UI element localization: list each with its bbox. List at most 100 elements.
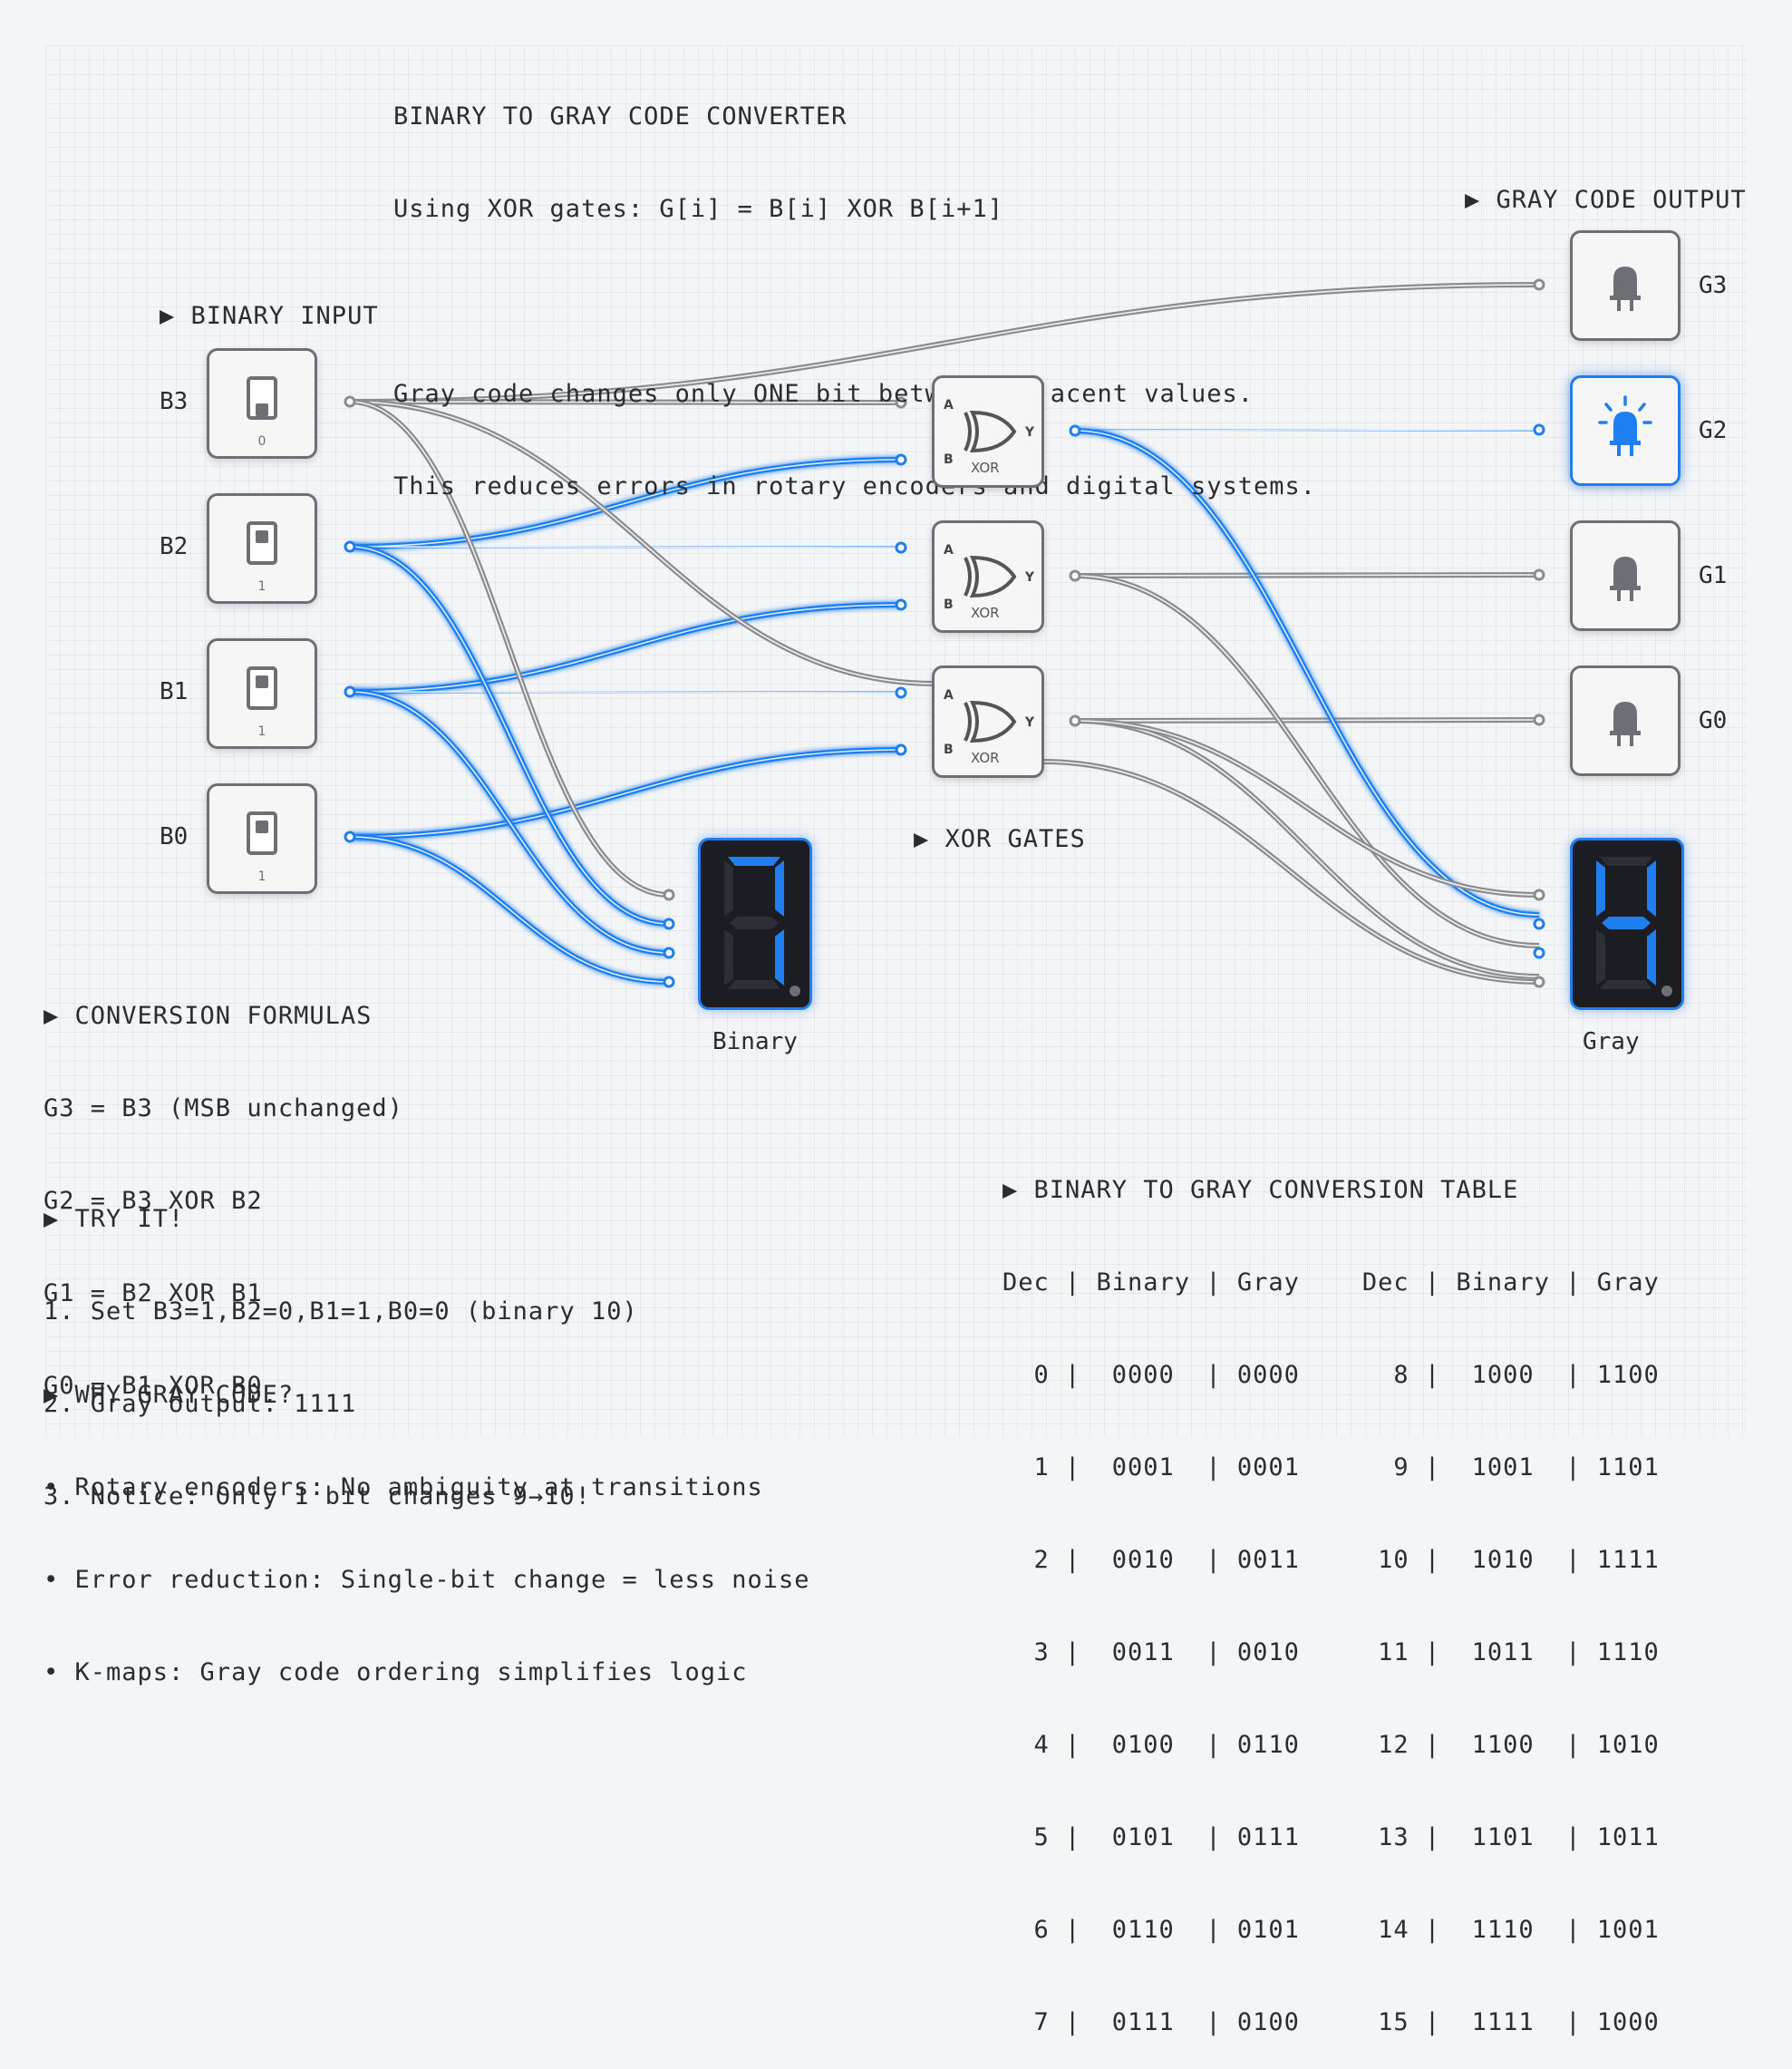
wire-input-binary-display-core xyxy=(349,691,670,954)
connection-point[interactable] xyxy=(344,685,356,698)
switch-value: 1 xyxy=(257,869,266,884)
table-row: 5 | 0101 | 0111 13 | 1101 | 1011 xyxy=(1003,1823,1660,1851)
table-row: 3 | 0011 | 0010 11 | 1011 | 1110 xyxy=(1003,1638,1660,1666)
connection-point[interactable] xyxy=(895,598,907,611)
xor-symbol-icon xyxy=(964,410,1017,453)
led-g1 xyxy=(1570,520,1681,631)
segment-e xyxy=(724,929,733,986)
switch-value: 1 xyxy=(257,579,266,594)
header-subtitle: Using XOR gates: G[i] = B[i] XOR B[i+1] xyxy=(393,195,1003,223)
connection-point[interactable] xyxy=(1533,918,1545,930)
header-blank xyxy=(393,287,1316,317)
try-it-step-2: 2. Gray output: 1111 xyxy=(44,1390,357,1418)
wire-b3-diag-core xyxy=(349,401,936,685)
wire-gate-led-core xyxy=(1074,429,1540,432)
segment-b xyxy=(775,860,784,917)
wire-layer xyxy=(344,278,1545,988)
connection-point[interactable] xyxy=(663,889,675,901)
wire-b3-g3-core xyxy=(349,284,1540,403)
header-title: BINARY TO GRAY CODE CONVERTER xyxy=(393,102,848,131)
connection-point[interactable] xyxy=(663,976,675,988)
connection-point[interactable] xyxy=(895,686,907,699)
connection-point[interactable] xyxy=(663,918,675,930)
led-icon xyxy=(1610,557,1641,601)
segment-g xyxy=(1602,917,1651,929)
formula-g2: G2 = B3 XOR B2 xyxy=(44,1187,263,1215)
wire-g3-gray-display-core xyxy=(1074,720,1540,896)
xor-symbol-icon xyxy=(964,555,1017,598)
switch-value: 1 xyxy=(257,724,266,739)
try-it-heading: ▶ TRY IT! xyxy=(44,1205,185,1233)
segment-c xyxy=(775,929,784,986)
connection-point[interactable] xyxy=(895,541,907,554)
formulas-heading: ▶ CONVERSION FORMULAS xyxy=(44,1002,373,1030)
connection-point[interactable] xyxy=(1533,714,1545,726)
connection-point[interactable] xyxy=(895,396,907,409)
binary-display-label: Binary xyxy=(712,1028,798,1055)
wire-b1-gate3-a-core xyxy=(349,691,902,694)
formula-g3: G3 = B3 (MSB unchanged) xyxy=(44,1094,403,1122)
output-label-g0: G0 xyxy=(1699,707,1728,734)
xor-gate-3[interactable]: A B Y XOR xyxy=(932,665,1044,778)
output-label-g2: G2 xyxy=(1699,417,1728,444)
gray-display-label: Gray xyxy=(1583,1028,1640,1055)
wire-gate-led-core xyxy=(1074,574,1540,577)
led-g2 xyxy=(1570,375,1681,486)
wire-input-binary-display-core xyxy=(349,836,670,983)
switch-b3[interactable]: 0 xyxy=(207,348,317,459)
xor-gate-2[interactable]: A B Y XOR xyxy=(932,520,1044,633)
connection-point[interactable] xyxy=(1069,714,1081,727)
connection-point[interactable] xyxy=(344,831,356,843)
wire-b0-gate3-b-core xyxy=(349,749,902,838)
seven-segment-digit xyxy=(1596,857,1672,996)
why-gray-code-section: ▶ WHY GRAY CODE? • Rotary encoders: No a… xyxy=(44,1318,810,1719)
connection-point[interactable] xyxy=(1533,947,1545,959)
connection-point[interactable] xyxy=(1533,423,1545,436)
connection-point[interactable] xyxy=(1069,424,1081,437)
connection-point[interactable] xyxy=(1533,278,1545,291)
connection-point[interactable] xyxy=(344,395,356,408)
why-item-2: • Error reduction: Single-bit change = l… xyxy=(44,1566,810,1594)
switch-b0[interactable]: 1 xyxy=(207,783,317,894)
decimal-point xyxy=(1661,986,1672,996)
gray-display xyxy=(1570,838,1684,1010)
pin-a-label: A xyxy=(944,688,954,703)
led-icon xyxy=(1610,702,1641,746)
connection-point[interactable] xyxy=(895,743,907,756)
pin-b-label: B xyxy=(944,743,954,757)
input-label-b2: B2 xyxy=(160,533,189,560)
pin-y-label: Y xyxy=(1024,425,1034,440)
table-header-row: Dec | Binary | Gray Dec | Binary | Gray xyxy=(1003,1268,1660,1297)
wire-b2-gate1-b-core xyxy=(349,459,902,548)
header-desc-1: Gray code changes only ONE bit between a… xyxy=(393,380,1254,408)
connection-point[interactable] xyxy=(1533,976,1545,988)
gate-name: XOR xyxy=(971,605,1000,621)
connection-point[interactable] xyxy=(1533,889,1545,901)
why-item-3: • K-maps: Gray code ordering simplifies … xyxy=(44,1658,748,1686)
pin-y-label: Y xyxy=(1024,715,1034,730)
connection-point[interactable] xyxy=(344,540,356,553)
try-it-step-1: 1. Set B3=1,B2=0,B1=1,B0=0 (binary 10) xyxy=(44,1297,638,1326)
xor-gates-heading: ▶ XOR GATES xyxy=(914,825,1086,853)
connection-point[interactable] xyxy=(663,947,675,959)
toggle-switch-icon xyxy=(247,521,277,565)
switch-b2[interactable]: 1 xyxy=(207,493,317,604)
xor-gate-1[interactable]: A B Y XOR xyxy=(932,375,1044,488)
toggle-switch-icon xyxy=(247,811,277,855)
switch-b1[interactable]: 1 xyxy=(207,638,317,749)
decimal-point xyxy=(789,986,800,996)
segment-d xyxy=(1600,980,1652,989)
table-row: 7 | 0111 | 0100 15 | 1111 | 1000 xyxy=(1003,2008,1660,2036)
segment-f xyxy=(1596,860,1605,917)
wire-gate-gray-display-core xyxy=(1074,720,1540,977)
formula-g1: G1 = B2 XOR B1 xyxy=(44,1279,263,1307)
segment-g xyxy=(730,917,779,929)
connection-point[interactable] xyxy=(1069,569,1081,582)
connection-point[interactable] xyxy=(1533,568,1545,581)
wire-input-binary-display-core xyxy=(349,546,670,925)
switch-value: 0 xyxy=(257,434,266,449)
input-label-b3: B3 xyxy=(160,388,189,415)
connection-point[interactable] xyxy=(895,453,907,466)
segment-e xyxy=(1596,929,1605,986)
table-heading: ▶ BINARY TO GRAY CONVERSION TABLE xyxy=(1003,1176,1519,1204)
